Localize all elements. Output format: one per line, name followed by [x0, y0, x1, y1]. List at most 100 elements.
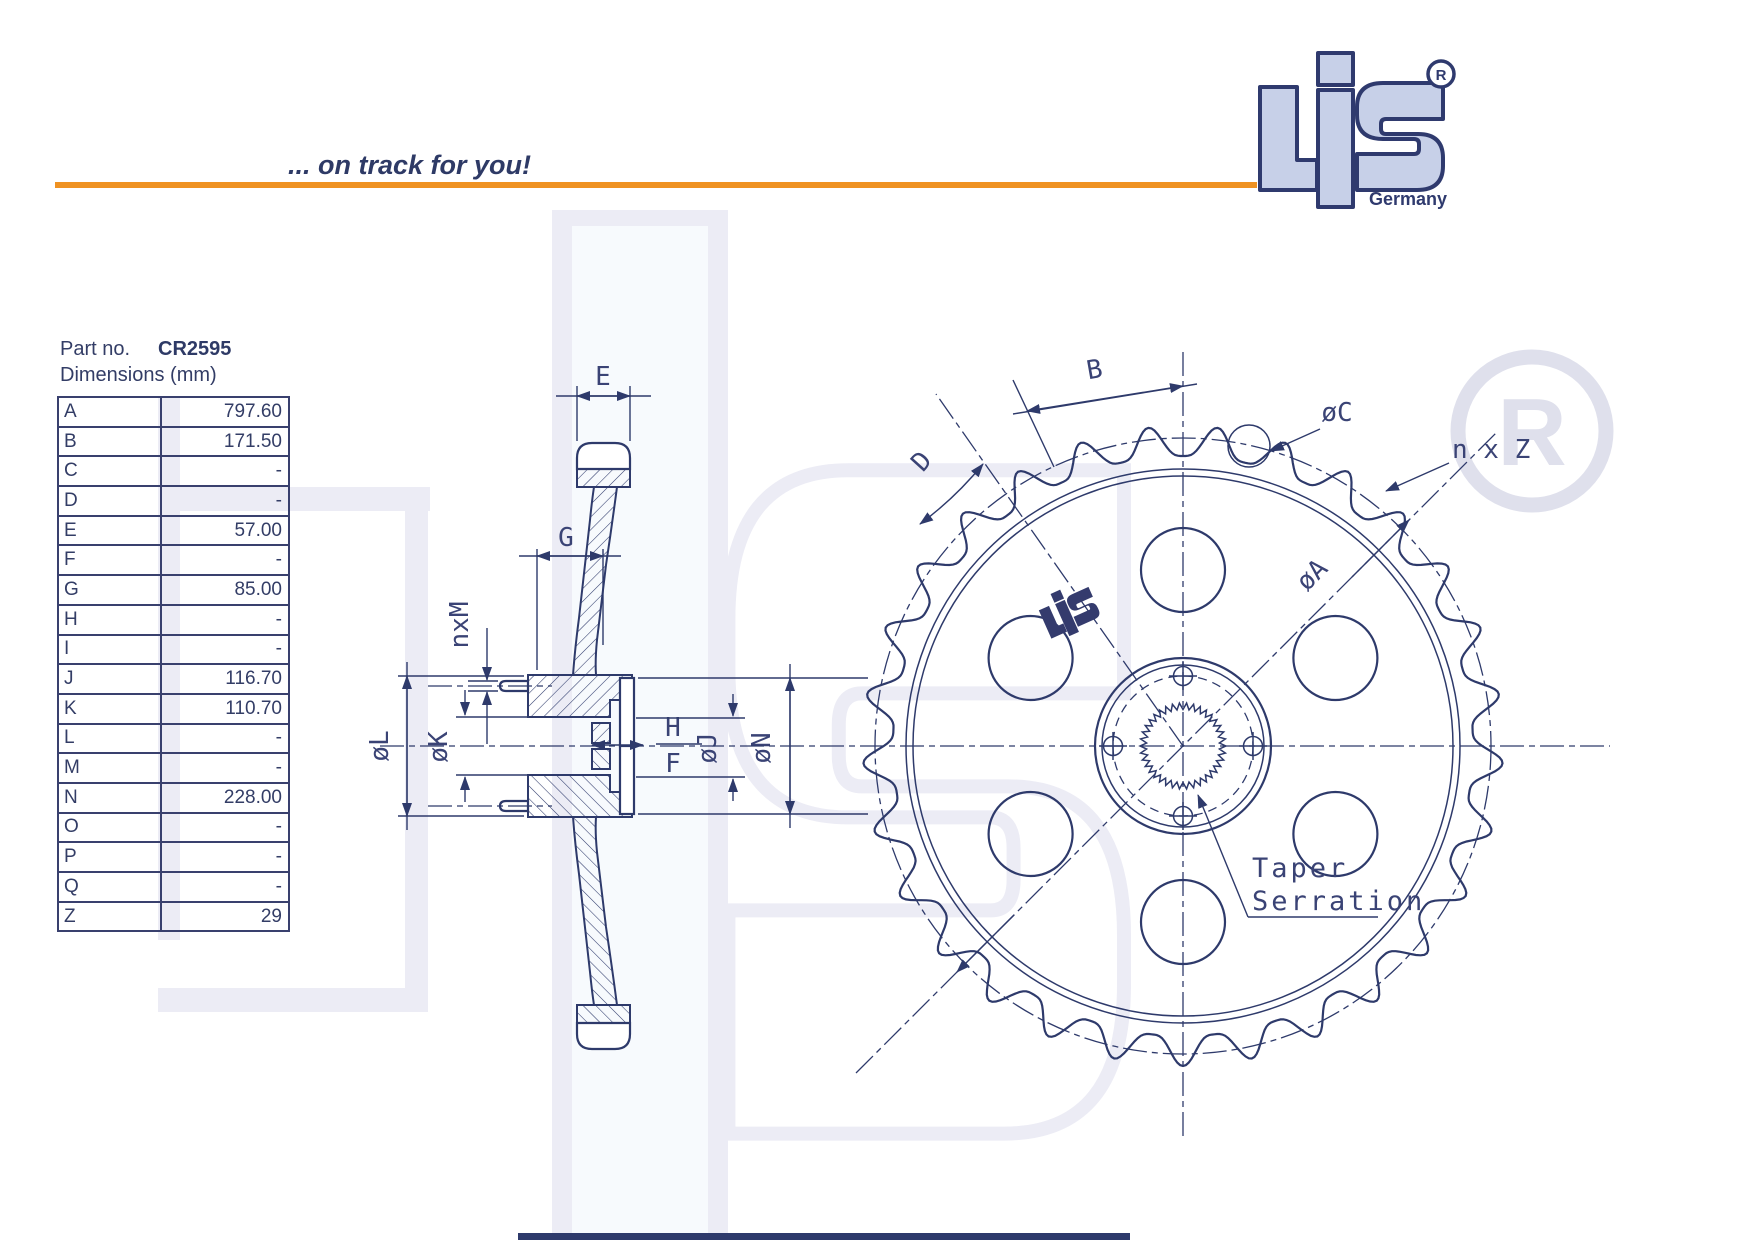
dim-value: - [160, 633, 290, 666]
lis-watermark: R [158, 210, 1614, 1240]
dim-value: 228.00 [160, 781, 290, 814]
dim-value: 797.60 [160, 396, 290, 428]
part-no-label: Part no. [60, 338, 131, 360]
logo-letter-s [1355, 81, 1445, 192]
dim-da-arrow-upper [1351, 519, 1410, 578]
dim-e-label: E [595, 362, 611, 392]
dim-key: F [57, 544, 162, 577]
lightening-hole [1139, 878, 1227, 966]
sprocket-teeth-outline [862, 426, 1504, 1068]
table-row: H- [57, 603, 290, 636]
dim-key: Q [57, 871, 162, 903]
dim-nxm-label: nxM [445, 602, 475, 649]
dim-d-arc [919, 463, 984, 525]
dim-value: - [160, 871, 290, 903]
table-row: O- [57, 811, 290, 844]
watermark-l-bottom-edge [158, 988, 428, 1012]
table-row: M- [57, 752, 290, 784]
dim-f-label: F [665, 749, 681, 779]
dim-value: 116.70 [160, 663, 290, 695]
dim-b-label: B [1084, 354, 1105, 386]
watermark-i-stem-cap [552, 210, 728, 226]
dim-value: - [160, 722, 290, 755]
table-row: L- [57, 722, 290, 755]
dim-value: - [160, 485, 290, 517]
dim-da-arrow-lower [956, 914, 1015, 973]
taper-serration-line1: Taper [1252, 853, 1348, 884]
watermark-registered-circle [1450, 349, 1614, 513]
dim-value: - [160, 455, 290, 488]
rim-inner-circle [912, 475, 1454, 1017]
dim-key: G [57, 574, 162, 606]
dim-value: - [160, 544, 290, 577]
dim-key: M [57, 752, 162, 784]
hub-outer-circle [1093, 656, 1273, 836]
dim-key: P [57, 841, 162, 873]
dim-da-label: øA [1291, 553, 1335, 597]
dim-dk-label: øK [424, 731, 454, 763]
dim-key: N [57, 781, 162, 814]
lis-header-logo: R Germany [1258, 51, 1456, 209]
roller-circle [1227, 424, 1271, 468]
dim-h-label: H [665, 713, 681, 743]
dim-b-line [1026, 383, 1184, 414]
logo-letter-i-stem [1316, 88, 1355, 209]
section-serration-block [591, 722, 611, 744]
registered-trademark-r: R [1436, 67, 1447, 84]
lightening-hole [1292, 614, 1379, 702]
header-orange-rule [55, 182, 1257, 188]
rim-outer-circle [905, 468, 1461, 1024]
section-rim-band [576, 468, 631, 488]
section-mount-ring [618, 676, 636, 748]
lightening-hole [1292, 790, 1379, 878]
dim-value: 85.00 [160, 574, 290, 606]
lis-stamp-logo [1038, 586, 1100, 639]
table-row: C- [57, 455, 290, 488]
dim-value: - [160, 841, 290, 873]
dim-value: 171.50 [160, 425, 290, 458]
dim-value: 57.00 [160, 514, 290, 547]
table-row: D- [57, 485, 290, 517]
section-rim-cap [575, 441, 632, 471]
taper-serration-leader [1197, 794, 1249, 918]
section-lower-half [426, 744, 636, 1051]
lightening-hole [1139, 526, 1227, 614]
dim-value: 110.70 [160, 692, 290, 725]
lightening-hole [987, 790, 1074, 878]
watermark-s-letter [728, 470, 1124, 1133]
dim-dn-label: øN [747, 732, 777, 763]
dim-g-label: G [558, 523, 574, 553]
stamp-letter-s [1067, 586, 1100, 627]
dim-key: Z [57, 900, 162, 933]
dim-value: - [160, 752, 290, 784]
watermark-i-stem-left-edge [552, 210, 572, 1240]
taper-serration-bore [1138, 701, 1228, 791]
dim-dc-label: øC [1321, 398, 1352, 428]
table-row: I- [57, 633, 290, 666]
logo-letter-i-dot [1316, 51, 1355, 87]
watermark-registered-r: R [1497, 379, 1566, 486]
stamp-letter-l [1038, 605, 1068, 639]
dim-nxz-label: n x Z [1452, 435, 1530, 465]
dim-key: D [57, 485, 162, 517]
stamp-letter-i-stem [1055, 599, 1079, 637]
radial-centerline-upper-left [935, 393, 1184, 747]
watermark-l-inner-edge [405, 511, 428, 1012]
dim-key: A [57, 396, 162, 428]
logo-letter-l [1258, 85, 1319, 192]
table-row: F- [57, 544, 290, 577]
dim-key: L [57, 722, 162, 755]
dim-value: - [160, 811, 290, 844]
dim-key: H [57, 603, 162, 636]
bottom-edge-bar [518, 1233, 1130, 1240]
dim-key: K [57, 692, 162, 725]
section-upper-half [428, 441, 636, 748]
